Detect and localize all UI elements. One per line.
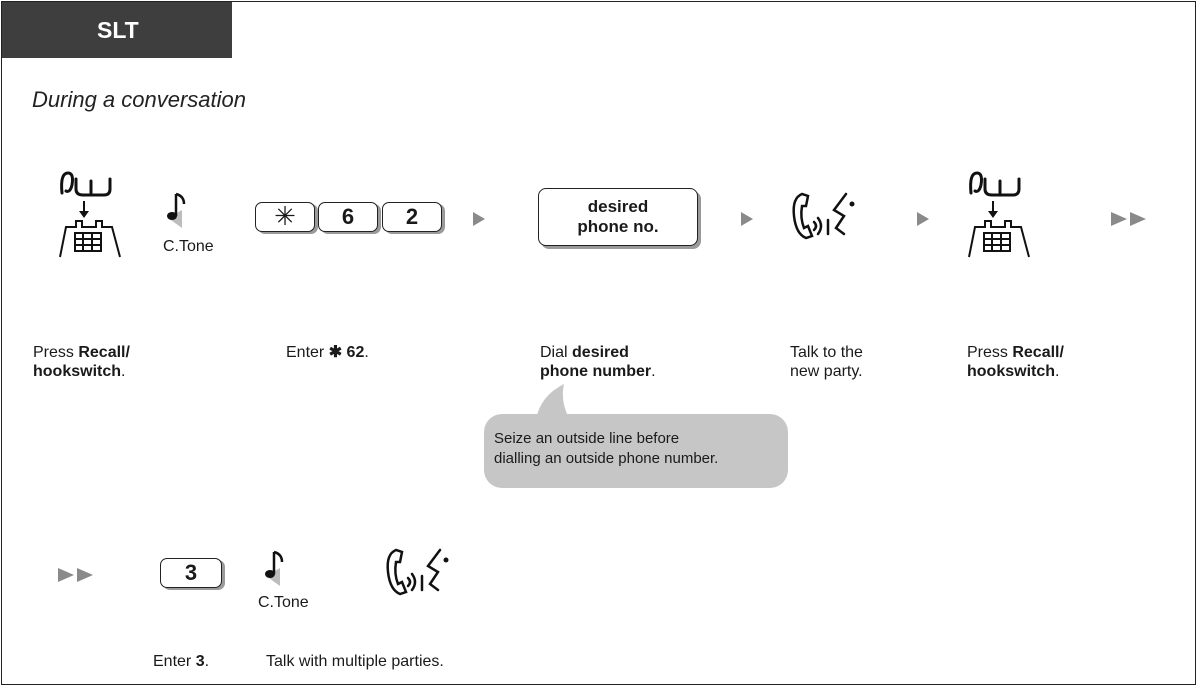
step-enter62-caption: Enter ✱ 62. bbox=[286, 344, 369, 361]
arrow-right-icon bbox=[917, 212, 929, 226]
note-bubble bbox=[484, 414, 788, 488]
hookswitch-icon bbox=[968, 171, 1030, 258]
hookswitch-icon bbox=[59, 171, 121, 258]
six-key: 6 bbox=[318, 202, 378, 232]
step-talk-caption: Talk to the new party. bbox=[790, 344, 863, 380]
phone-number-box: desired phone no. bbox=[538, 188, 698, 246]
note-text: Seize an outside line before dialling an… bbox=[494, 430, 719, 467]
tone-label: C.Tone bbox=[258, 594, 309, 611]
step-dial-caption: Dial desired phone number. bbox=[540, 344, 656, 380]
two-key: 2 bbox=[382, 202, 442, 232]
talk-icon bbox=[386, 548, 449, 596]
talk-icon bbox=[792, 192, 855, 240]
phone-box-line2: phone no. bbox=[577, 217, 659, 236]
star-key: ✳ bbox=[255, 202, 315, 232]
arrow-right-icon bbox=[741, 212, 753, 226]
tone-icon bbox=[167, 192, 186, 228]
arrow-right-icon bbox=[473, 212, 485, 226]
double-arrow-icon bbox=[58, 568, 93, 582]
step-recall-caption: Press Recall/ hookswitch. bbox=[33, 344, 130, 380]
tone-label: C.Tone bbox=[163, 238, 214, 255]
double-arrow-icon bbox=[1111, 212, 1146, 226]
subtitle: During a conversation bbox=[32, 87, 247, 112]
step-talk-multi-caption: Talk with multiple parties. bbox=[266, 653, 444, 670]
three-key: 3 bbox=[160, 558, 222, 588]
note-bubble-tail bbox=[536, 384, 570, 420]
step-recall2-caption: Press Recall/ hookswitch. bbox=[967, 344, 1064, 380]
tone-icon bbox=[265, 550, 284, 586]
phone-box-line1: desired bbox=[587, 197, 649, 216]
step-enter3-caption: Enter 3. bbox=[153, 653, 210, 670]
header-tab: SLT bbox=[2, 2, 232, 58]
tab-label: SLT bbox=[97, 17, 139, 43]
